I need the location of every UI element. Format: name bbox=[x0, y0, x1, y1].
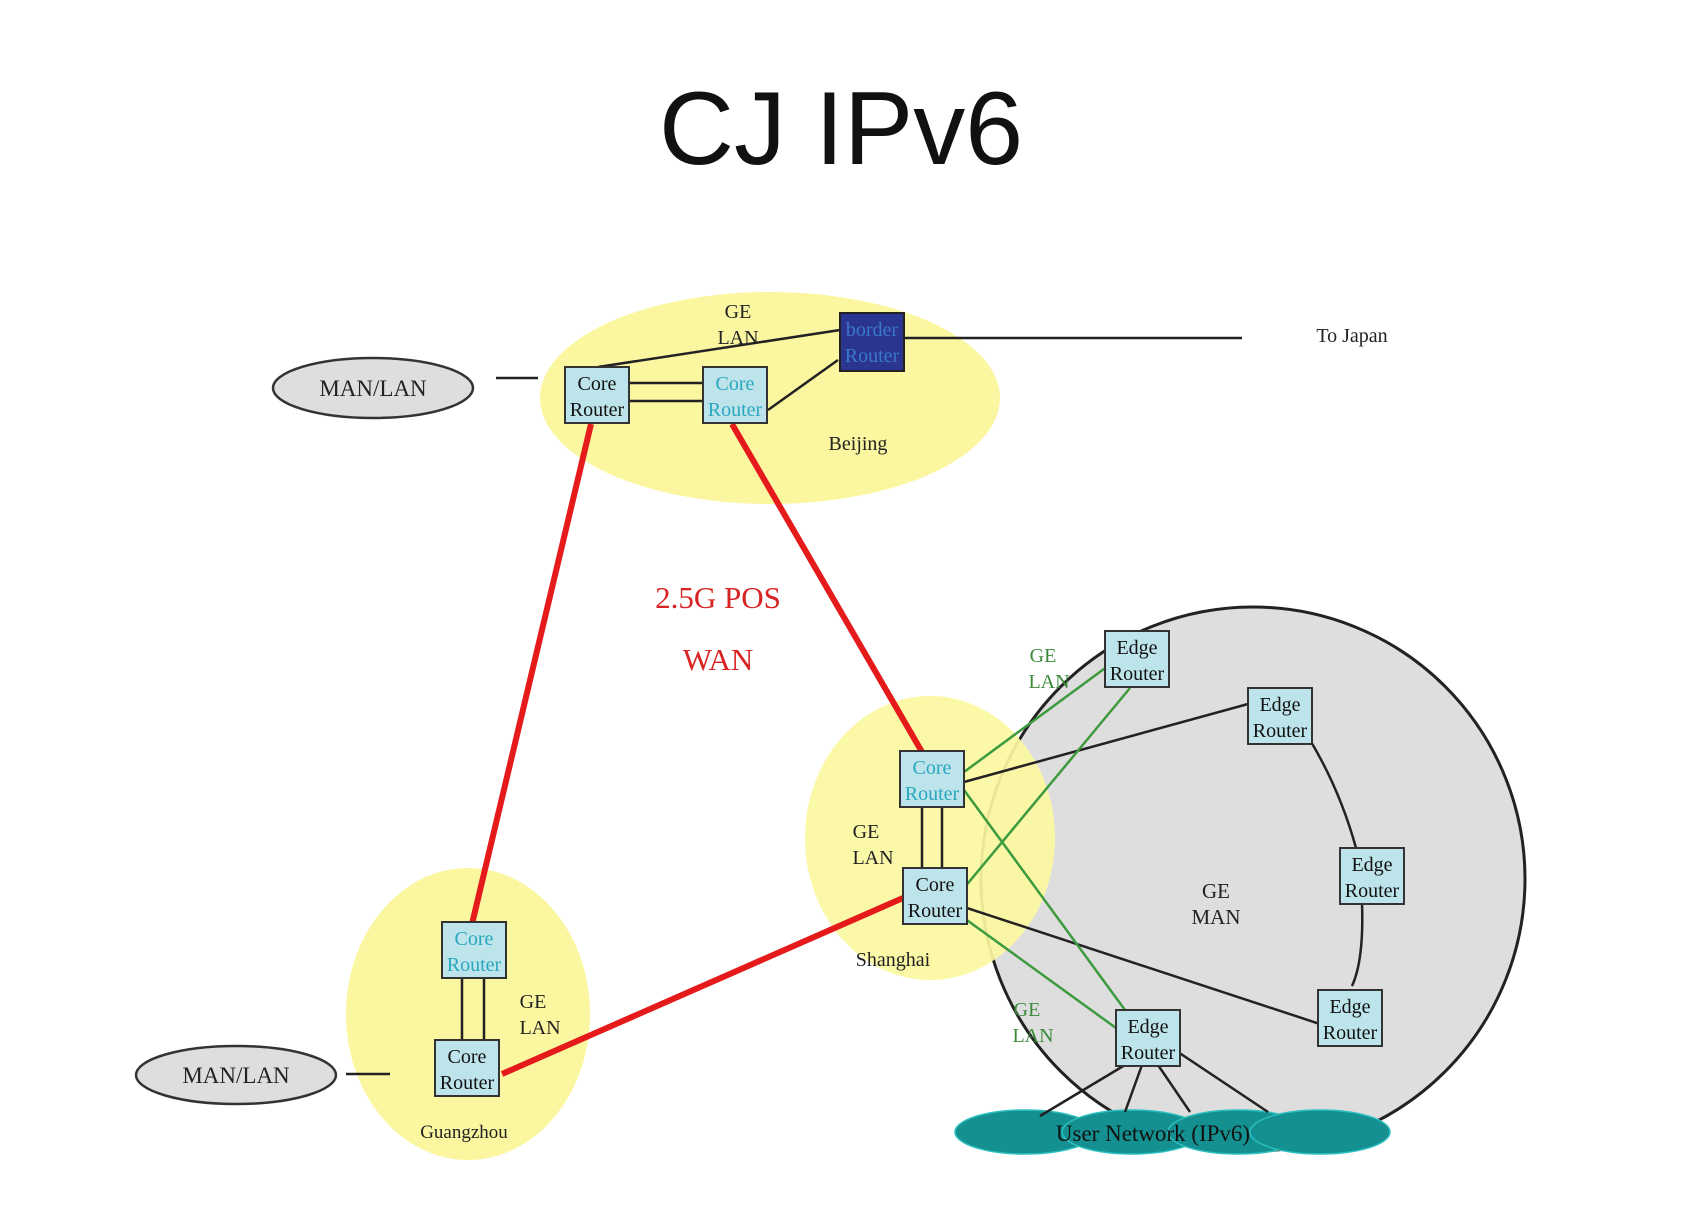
router-label-line1: Core bbox=[913, 757, 952, 779]
user-network-label: User Network (IPv6) bbox=[1056, 1121, 1250, 1146]
router-label-line2: Router bbox=[908, 900, 963, 922]
router-label-line2: Router bbox=[1253, 720, 1308, 742]
edge-router-2[interactable]: Edge Router bbox=[1247, 687, 1313, 745]
user-network-cloud-4 bbox=[1249, 1109, 1391, 1155]
router-label-line1: Edge bbox=[1127, 1016, 1168, 1038]
beijing-ge-label: GE bbox=[725, 301, 752, 323]
router-label-line1: border bbox=[846, 319, 899, 341]
user-link-3 bbox=[1156, 1064, 1192, 1113]
router-label-line2: Router bbox=[905, 783, 960, 805]
ge-lan-label-top-lan: LAN bbox=[1028, 671, 1069, 693]
router-label-line1: Core bbox=[916, 874, 955, 896]
router-label-line2: Router bbox=[1323, 1022, 1378, 1044]
beijing-label: Beijing bbox=[829, 433, 888, 455]
beijing-lan-link-core1-border bbox=[597, 328, 841, 369]
ge-lan-label-bottom-ge: GE bbox=[1014, 999, 1041, 1021]
ge-man-man-label: MAN bbox=[1191, 905, 1240, 929]
ge-lan-link-core-edge1 bbox=[963, 664, 1109, 774]
router-label-line2: Router bbox=[1121, 1042, 1176, 1064]
router-label-line2: Router bbox=[570, 399, 625, 421]
edge-router-1[interactable]: Edge Router bbox=[1104, 630, 1170, 688]
shanghai-lan-label: LAN bbox=[852, 847, 893, 869]
ge-lan-link-core2-edge1 bbox=[963, 687, 1131, 889]
beijing-core-router-1[interactable]: Core Router bbox=[564, 366, 630, 424]
router-label-line1: Core bbox=[716, 373, 755, 395]
beijing-lan-label: LAN bbox=[717, 327, 758, 349]
shanghai-core-router-1[interactable]: Core Router bbox=[899, 750, 965, 808]
beijing-border-router[interactable]: border Router bbox=[839, 312, 905, 372]
beijing-lan-link-core2-border bbox=[767, 358, 839, 412]
wan-link-guangzhou-shanghai bbox=[500, 895, 905, 1077]
guangzhou-core-router-2[interactable]: Core Router bbox=[434, 1039, 500, 1097]
to-japan-label: To Japan bbox=[1316, 325, 1387, 347]
router-label-line2: Router bbox=[708, 399, 763, 421]
shanghai-core-router-2[interactable]: Core Router bbox=[902, 867, 968, 925]
man-lan-label-guangzhou: MAN/LAN bbox=[182, 1063, 290, 1088]
edge-router-3[interactable]: Edge Router bbox=[1339, 847, 1405, 905]
router-label-line1: Core bbox=[448, 1046, 487, 1068]
man-link-core-edge2 bbox=[963, 702, 1249, 784]
router-label-line1: Core bbox=[578, 373, 617, 395]
man-ring-edge3-edge4 bbox=[1350, 902, 1364, 987]
router-label-line2: Router bbox=[1345, 880, 1400, 902]
man-lan-label-beijing: MAN/LAN bbox=[319, 376, 427, 401]
shanghai-ge-label: GE bbox=[853, 821, 880, 843]
man-ring-edge2-edge3 bbox=[1308, 739, 1358, 849]
wan-speed-label: 2.5G POS bbox=[655, 580, 781, 615]
wan-label: WAN bbox=[683, 642, 754, 677]
ge-lan-link-core2-edge6 bbox=[963, 916, 1117, 1030]
guangzhou-ge-label: GE bbox=[520, 991, 547, 1013]
guangzhou-site bbox=[346, 868, 590, 1160]
guangzhou-core-router-1[interactable]: Core Router bbox=[441, 921, 507, 979]
edge-router-4[interactable]: Edge Router bbox=[1317, 989, 1383, 1047]
guangzhou-label: Guangzhou bbox=[420, 1122, 508, 1143]
router-label-line1: Edge bbox=[1259, 694, 1300, 716]
ge-lan-link-core-edge6 bbox=[962, 789, 1127, 1011]
router-label-line2: Router bbox=[845, 345, 900, 367]
user-link-1 bbox=[1039, 1060, 1131, 1118]
man-lan-cloud-guangzhou bbox=[134, 1044, 338, 1106]
ge-lan-label-bottom-lan: LAN bbox=[1012, 1025, 1053, 1047]
router-label-line1: Core bbox=[455, 928, 494, 950]
router-label-line2: Router bbox=[447, 954, 502, 976]
man-link-core-edge5 bbox=[963, 905, 1321, 1026]
router-label-line2: Router bbox=[440, 1072, 495, 1094]
router-label-line1: Edge bbox=[1329, 996, 1370, 1018]
page-title: CJ IPv6 bbox=[658, 71, 1024, 187]
shanghai-site bbox=[805, 696, 1055, 980]
router-label-line1: Edge bbox=[1351, 854, 1392, 876]
router-label-line1: Edge bbox=[1116, 637, 1157, 659]
man-lan-cloud-beijing bbox=[271, 356, 475, 420]
edge-router-5[interactable]: Edge Router bbox=[1115, 1009, 1181, 1067]
wan-link-beijing-guangzhou bbox=[469, 423, 594, 925]
wan-link-beijing-shanghai bbox=[729, 422, 925, 754]
ge-man-ge-label: GE bbox=[1202, 879, 1230, 903]
user-link-4 bbox=[1177, 1050, 1269, 1114]
router-label-line2: Router bbox=[1110, 663, 1165, 685]
ge-lan-label-top-ge: GE bbox=[1030, 645, 1057, 667]
shanghai-label: Shanghai bbox=[856, 949, 931, 971]
guangzhou-lan-label: LAN bbox=[519, 1017, 560, 1039]
beijing-core-router-2[interactable]: Core Router bbox=[702, 366, 768, 424]
user-link-2 bbox=[1123, 1064, 1144, 1113]
